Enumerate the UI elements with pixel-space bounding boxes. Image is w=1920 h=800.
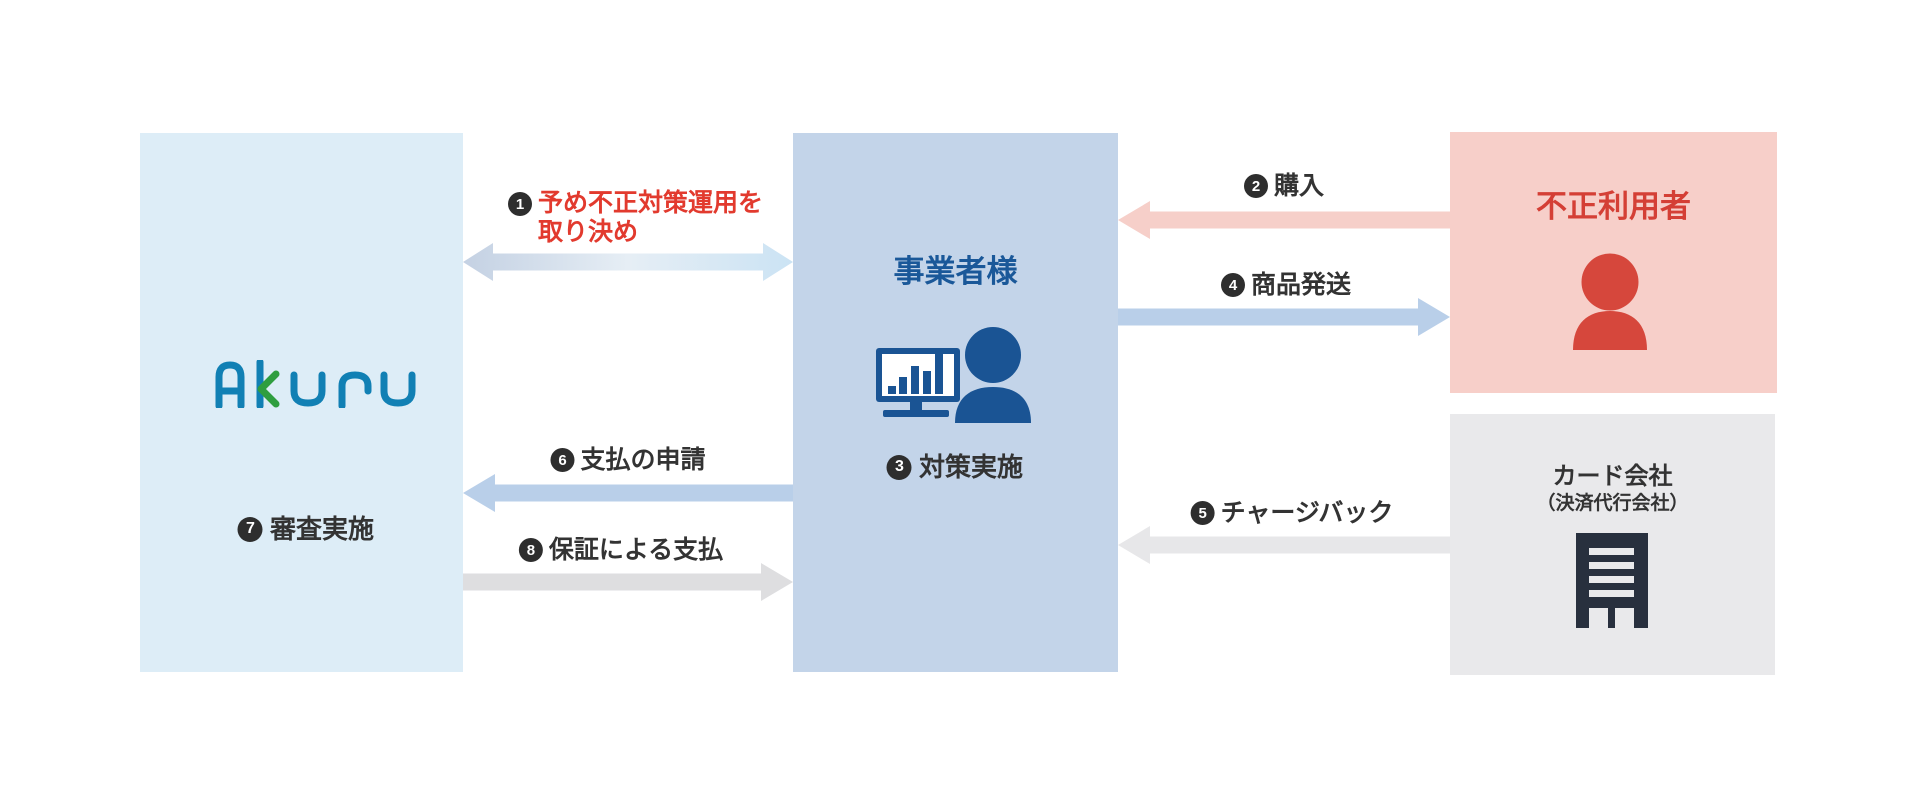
flow-4-number: 4 xyxy=(1220,273,1245,297)
akuru-logo xyxy=(215,360,416,408)
flow-7-label-wrap: 7 審査実施 xyxy=(145,514,468,544)
business-box: 事業者様 xyxy=(793,133,1118,672)
flow-8-label: 8 保証による支払 xyxy=(518,535,724,565)
flow-3-number: 3 xyxy=(886,454,912,480)
person-icon xyxy=(1573,253,1647,350)
flow-3-text: 対策実施 xyxy=(918,452,1023,482)
flow-1-number: 1 xyxy=(508,192,532,216)
flow-3-label: 3 対策実施 xyxy=(886,452,1023,482)
arrow-8-guarantee-payment xyxy=(463,563,793,601)
flow-7-text: 審査実施 xyxy=(269,514,374,544)
flow-2-text: 購入 xyxy=(1273,172,1325,200)
flow-3-label-wrap: 3 対策実施 xyxy=(793,452,1118,482)
arrow-6-payment-request xyxy=(463,474,793,512)
flow-2-label: 2 購入 xyxy=(1243,171,1325,201)
arrow-2-purchase xyxy=(1118,201,1450,239)
flow-1-text-line2: 取り決め xyxy=(538,218,639,246)
flow-5-number: 5 xyxy=(1190,501,1215,525)
card-company-title: カード会社 xyxy=(1552,463,1673,490)
fraud-user-box: 不正利用者 xyxy=(1450,132,1777,393)
flow-1-text-line1: 予め不正対策運用を xyxy=(538,189,764,217)
flow-6-text: 支払の申請 xyxy=(580,446,706,474)
flow-8-text: 保証による支払 xyxy=(548,536,724,564)
business-title: 事業者様 xyxy=(893,254,1018,289)
flow-2-number: 2 xyxy=(1243,174,1268,198)
flow-4-label: 4 商品発送 xyxy=(1220,270,1352,300)
arrow-5-chargeback xyxy=(1118,526,1450,564)
arrow-4-shipping xyxy=(1118,298,1450,336)
flow-6-label: 6 支払の申請 xyxy=(550,445,706,475)
arrow-1-agreement xyxy=(463,243,793,281)
flow-5-label: 5 チャージバック xyxy=(1190,498,1394,528)
flow-6-number: 6 xyxy=(550,448,575,472)
fraud-user-title: 不正利用者 xyxy=(1536,189,1691,224)
card-company-subtitle: （決済代行会社） xyxy=(1536,493,1689,514)
card-company-box: カード会社 （決済代行会社） xyxy=(1450,414,1775,675)
flow-1-label: 1 予め不正対策運用を 取り決め xyxy=(508,189,763,247)
akuru-box xyxy=(140,133,463,672)
flow-4-text: 商品発送 xyxy=(1250,271,1352,299)
flow-8-number: 8 xyxy=(518,538,543,562)
building-icon xyxy=(1576,533,1648,628)
flow-5-text: チャージバック xyxy=(1220,499,1394,527)
flow-7-label: 7 審査実施 xyxy=(237,514,374,544)
monitor-chart-person-icon xyxy=(876,327,1031,423)
flow-7-number: 7 xyxy=(237,516,263,542)
